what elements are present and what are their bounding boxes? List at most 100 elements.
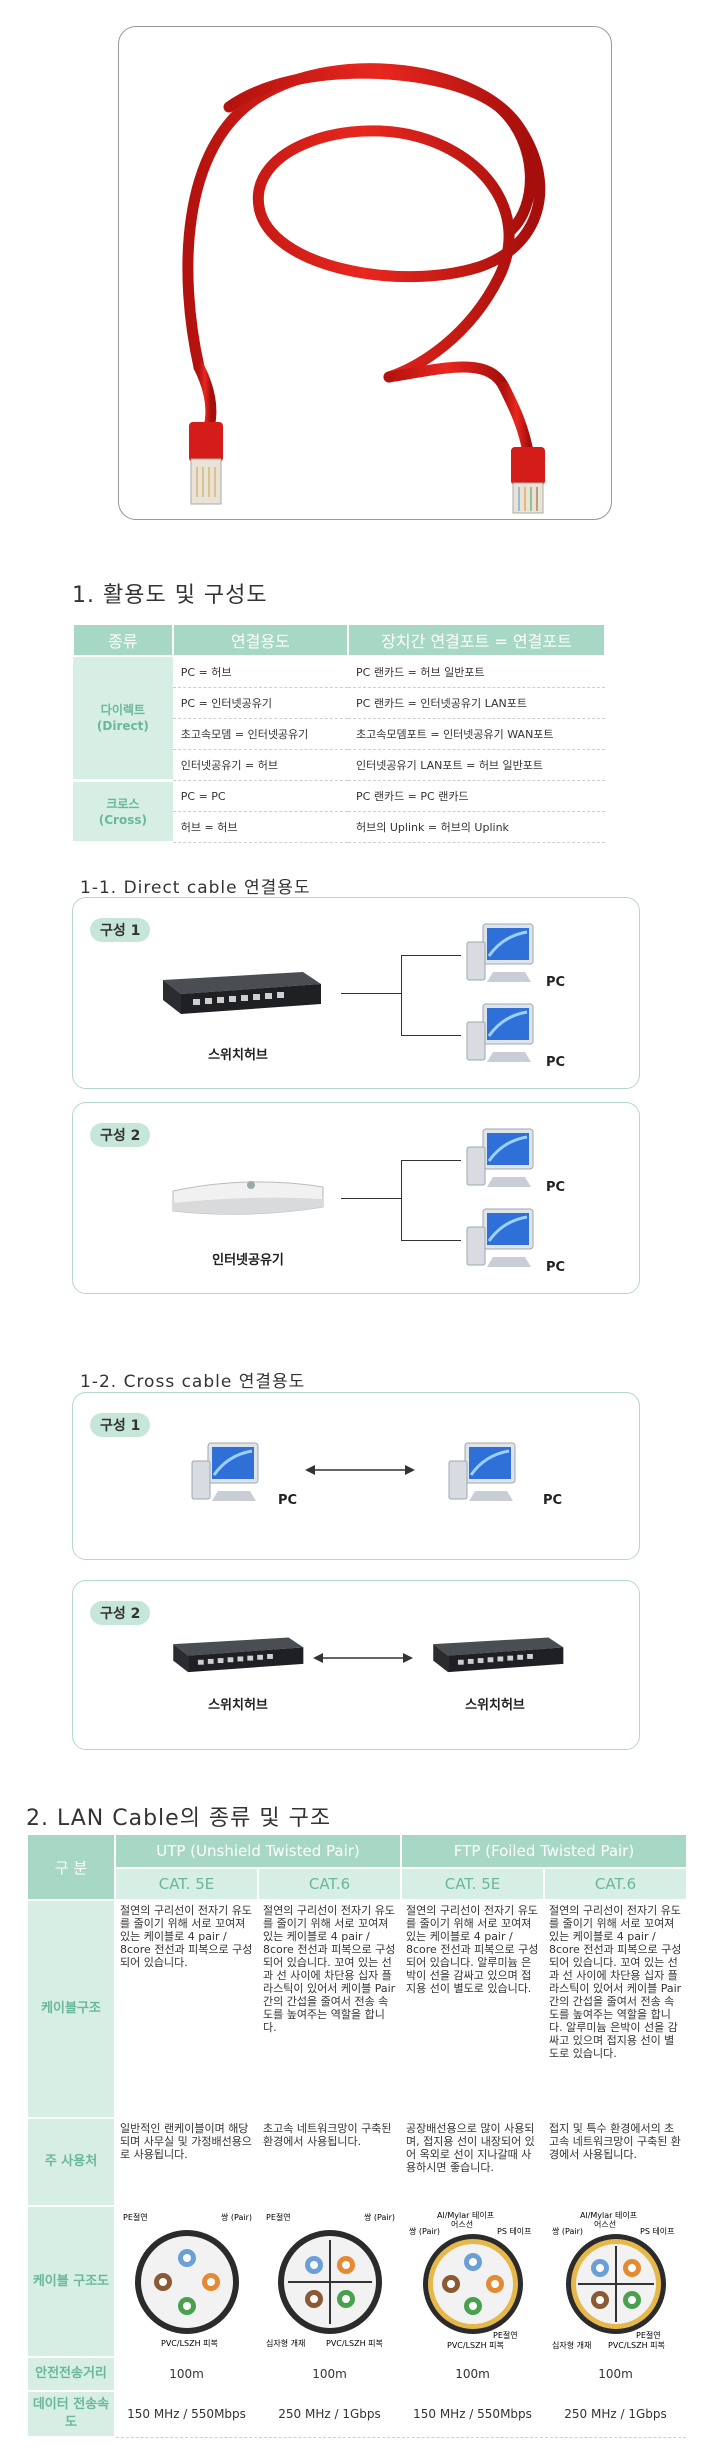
router-label: 인터넷공유기 — [212, 1253, 284, 1268]
rj45-connector-left — [189, 422, 223, 505]
table-row: 다이렉트 (Direct) PC = 허브 PC 랜카드 = 허브 일반포트 — [73, 656, 605, 782]
table-cell: PC = PC — [172, 780, 349, 812]
switch-hub-label: 스위치허브 — [208, 1048, 268, 1063]
diagram-label: PE절연 — [636, 2331, 661, 2340]
cross-config2-box: 구성 2 스위치허브 스위치허브 — [72, 1580, 640, 1750]
diagram-label: 쌍 (Pair) — [221, 2212, 252, 2222]
switch-hub-icon — [173, 1637, 304, 1673]
config-pill: 구성 2 — [90, 1601, 151, 1625]
connector-line — [401, 1035, 461, 1036]
diagram-label: PE절연 — [123, 2213, 148, 2222]
diagram-cell: Al/Mylar 테이프 어스선 PS 테이프 쌍 (Pair) PE절연 PV… — [400, 2205, 545, 2358]
table-row: PC = 인터넷공유기 PC 랜카드 = 인터넷공유기 LAN포트 — [73, 687, 605, 719]
distance-cell: 100m — [543, 2356, 688, 2392]
table-cell: 초고속모뎀 = 인터넷공유기 — [172, 718, 349, 750]
table-row: 허브 = 허브 허브의 Uplink = 허브의 Uplink — [73, 811, 605, 843]
switch-hub-label: 스위치허브 — [208, 1698, 268, 1713]
structure-cell: 절연의 구리선이 전자기 유도를 줄이기 위해 서로 꼬여져 있는 케이블로 4… — [543, 1899, 688, 2119]
cat-header: CAT.6 — [257, 1867, 402, 1901]
pc-label: PC — [546, 975, 566, 990]
direct-config1-box: 구성 1 스위치허브 PC PC — [72, 897, 640, 1089]
usage-cell: 공장배선용으로 많이 사용되며, 접지용 선이 내장되어 있어 옥외로 선이 지… — [400, 2117, 545, 2207]
config-pill: 구성 2 — [90, 1123, 151, 1147]
table-cell: PC = 인터넷공유기 — [172, 687, 349, 719]
diagram-label: 쌍 (Pair) — [409, 2226, 440, 2236]
pc-icon — [448, 1442, 516, 1501]
lan-cable-photo — [182, 63, 546, 514]
speed-cell: 150 MHz / 550Mbps — [114, 2390, 259, 2438]
pc-icon — [466, 923, 534, 982]
usage-cell: 일반적인 랜케이블이며 해당되며 사무실 및 가정배선용으로 사용됩니다. — [114, 2117, 259, 2207]
cross-label: 크로스 — [106, 796, 140, 811]
structure-cell: 절연의 구리선이 전자기 유도를 줄이기 위해 서로 꼬여져 있는 케이블로 4… — [114, 1899, 259, 2119]
structure-cell: 절연의 구리선이 전자기 유도를 줄이기 위해 서로 꼬여져 있는 케이블로 4… — [257, 1899, 402, 2119]
diagram-cell: Al/Mylar 테이프 어스선 PS 테이프 쌍 (Pair) PE절연 십자… — [543, 2205, 688, 2358]
cat-header: CAT.6 — [543, 1867, 688, 1901]
diagram-label: 십자형 개재 — [266, 2338, 305, 2348]
col-header: 구 분 — [26, 1833, 116, 1901]
table-cell: 허브 = 허브 — [172, 811, 349, 843]
section1-title: 1. 활용도 및 구성도 — [72, 583, 268, 608]
ftp-cat6-cross-section: Al/Mylar 테이프 어스선 PS 테이프 쌍 (Pair) PE절연 십자… — [552, 2210, 675, 2350]
utp-cat5e-cross-section: PE절연 쌍 (Pair) PVC/LSZH 피복 — [123, 2212, 252, 2348]
bidirectional-arrow-icon — [313, 1653, 413, 1663]
cross-config1-box: 구성 1 PC PC — [72, 1392, 640, 1560]
cross-title: 1-2. Cross cable 연결용도 — [80, 1372, 306, 1392]
table-row: 크로스 (Cross) PC = PC PC 랜카드 = PC 랜카드 — [73, 780, 605, 844]
utp-cat6-cross-section: PE절연 쌍 (Pair) 십자형 개재 PVC/LSZH 피복 — [266, 2212, 395, 2348]
diagram-label: PVC/LSZH 피복 — [447, 2341, 504, 2350]
row-header: 안전전송거리 — [26, 2356, 116, 2392]
table-cell: PC = 허브 — [172, 656, 349, 688]
pc-label: PC — [546, 1055, 566, 1070]
connector-line — [401, 1160, 461, 1161]
diagram-label: 어스선 — [594, 2219, 616, 2229]
direct-title: 1-1. Direct cable 연결용도 — [80, 878, 311, 898]
section2-title: 2. LAN Cable의 종류 및 구조 — [26, 1806, 332, 1831]
cat-header: CAT. 5E — [114, 1867, 259, 1901]
speed-cell: 150 MHz / 550Mbps — [400, 2390, 545, 2438]
speed-cell: 250 MHz / 1Gbps — [257, 2390, 402, 2438]
table-cell: PC 랜카드 = PC 랜카드 — [348, 780, 605, 812]
router-icon — [172, 1181, 324, 1215]
rj45-connector-right — [511, 447, 545, 514]
connector-line — [401, 1160, 402, 1240]
cat-header: CAT. 5E — [400, 1867, 545, 1901]
structure-cell: 절연의 구리선이 전자기 유도를 줄이기 위해 서로 꼬여져 있는 케이블로 4… — [400, 1899, 545, 2119]
usage-table-header-ports: 장치간 연결포트 = 연결포트 — [347, 623, 606, 657]
connector-line — [401, 955, 461, 956]
table-row: 안전전송거리 100m 100m 100m 100m — [26, 2356, 688, 2392]
diagram-label: Al/Mylar 테이프 — [437, 2210, 494, 2220]
distance-cell: 100m — [257, 2356, 402, 2392]
switch-hub-label: 스위치허브 — [465, 1698, 525, 1713]
config-pill: 구성 1 — [90, 1413, 151, 1437]
diagram-label: PVC/LSZH 피복 — [161, 2339, 218, 2348]
pc-icon — [191, 1442, 259, 1501]
direct-label: 다이렉트 — [100, 703, 145, 717]
diagram-label: PS 테이프 — [640, 2226, 675, 2236]
cable-types-table: 구 분 UTP (Unshield Twisted Pair) FTP (Foi… — [26, 1833, 688, 2438]
distance-cell: 100m — [400, 2356, 545, 2392]
table-row: 케이블 구조도 PE절연 쌍 (Pair) PVC/LSZH 피복 PE절연 쌍… — [26, 2205, 688, 2358]
row-header: 주 사용처 — [26, 2117, 116, 2207]
diagram-label: Al/Mylar 테이프 — [580, 2210, 637, 2220]
product-photo-frame — [118, 26, 612, 520]
table-cell: 허브의 Uplink = 허브의 Uplink — [348, 811, 605, 843]
switch-hub-icon — [433, 1637, 564, 1673]
diagram-label: PE절연 — [493, 2331, 518, 2340]
diagram-cell: PE절연 쌍 (Pair) 십자형 개재 PVC/LSZH 피복 — [257, 2205, 402, 2358]
connector-line — [401, 955, 402, 1035]
usage-table-header-kind: 종류 — [72, 623, 174, 657]
diagram-label: PVC/LSZH 피복 — [608, 2341, 665, 2350]
usage-cell: 접지 및 특수 환경에서의 초고속 네트워크망이 구축된 환경에서 사용됩니다. — [543, 2117, 688, 2207]
pc-icon — [466, 1003, 534, 1062]
diagram-cell: PE절연 쌍 (Pair) PVC/LSZH 피복 — [114, 2205, 259, 2358]
table-cell: 초고속모뎀포트 = 인터넷공유기 WAN포트 — [348, 718, 605, 750]
diagram-label: 쌍 (Pair) — [364, 2212, 395, 2222]
pc-label: PC — [543, 1493, 563, 1508]
diagram-label: PE절연 — [266, 2213, 291, 2222]
row-header: 데이터 전송속도 — [26, 2390, 116, 2438]
usage-table-header-purpose: 연결용도 — [171, 623, 350, 657]
table-row: 케이블구조 절연의 구리선이 전자기 유도를 줄이기 위해 서로 꼬여져 있는 … — [26, 1899, 688, 2119]
table-row: 주 사용처 일반적인 랜케이블이며 해당되며 사무실 및 가정배선용으로 사용됩… — [26, 2117, 688, 2207]
table-cell: PC 랜카드 = 허브 일반포트 — [348, 656, 605, 688]
